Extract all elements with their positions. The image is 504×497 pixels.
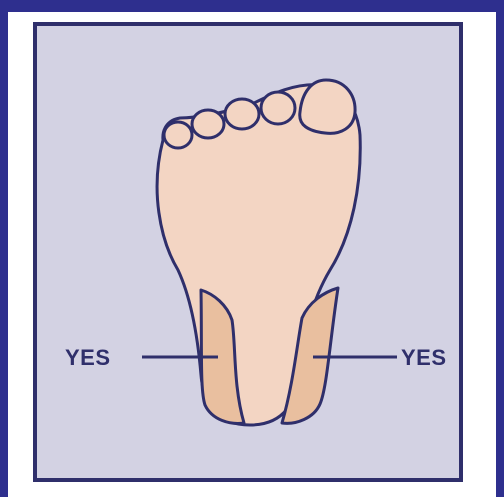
fourth-toe — [192, 110, 224, 138]
left-label: YES — [65, 345, 111, 370]
little-toe — [164, 122, 192, 148]
right-label: YES — [401, 345, 447, 370]
third-toe — [225, 99, 259, 129]
second-toe — [261, 92, 295, 124]
big-toe — [300, 80, 355, 133]
